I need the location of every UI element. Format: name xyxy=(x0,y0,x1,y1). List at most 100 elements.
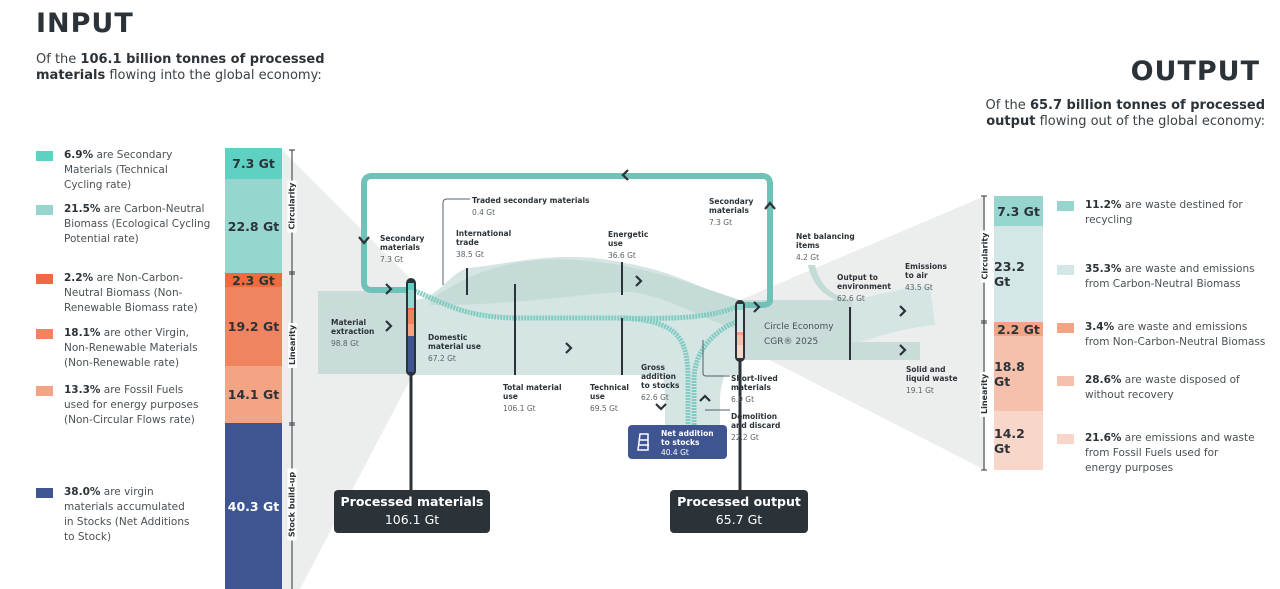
node-value: 62.6 Gt xyxy=(837,294,865,303)
flow-output-main xyxy=(742,300,852,360)
flow-net-balancing xyxy=(808,265,852,305)
demolition-flow-hatched xyxy=(691,317,741,428)
node-title: Secondary materials xyxy=(380,234,425,252)
output-stacked-bar: 7.3 Gt 23.2 Gt 2.2 Gt 18.8 Gt 14.2 Gt xyxy=(994,196,1043,470)
output-intro-bold: 65.7 billion tonnes of processed output xyxy=(986,98,1265,129)
flow-energetic-use xyxy=(430,259,740,330)
net-addition-label: Net addition to stocks xyxy=(661,429,714,447)
output-pill-seg-3 xyxy=(737,332,743,335)
node-value: 69.5 Gt xyxy=(590,404,618,413)
segment-label: 7.3 Gt xyxy=(997,203,1040,219)
legend-text: 11.2% are waste destined for recycling xyxy=(1085,198,1257,228)
legend-desc: are waste destined for recycling xyxy=(1085,199,1243,226)
stocks-flow-hatched xyxy=(619,315,691,428)
node-value: 98.8 Gt xyxy=(331,339,359,348)
input-title: INPUT xyxy=(36,8,134,39)
node-title: Gross addition to stocks xyxy=(641,363,680,390)
legend-text: 21.6% are emissions and waste from Fossi… xyxy=(1085,431,1257,476)
segment-label: 2.3 Gt xyxy=(232,272,275,288)
legend-desc: are Fossil Fuels used for energy purpose… xyxy=(64,384,199,426)
node-value: 19.1 Gt xyxy=(906,386,934,395)
output-pill-seg-4 xyxy=(737,335,743,345)
watermark-line-1: Circle Economy xyxy=(764,322,834,332)
input-bar-segment: 7.3 Gt xyxy=(225,148,282,179)
node-value: 7.3 Gt xyxy=(709,218,733,227)
processed-materials-label: Processed materials xyxy=(340,494,484,509)
node-title: Solid and liquid waste xyxy=(906,365,958,383)
legend-swatch xyxy=(1057,323,1074,333)
processed-materials-value: 106.1 Gt xyxy=(384,512,440,527)
node-value: 7.3 Gt xyxy=(380,255,404,264)
net-addition-box: Net addition to stocks 40.4 Gt xyxy=(628,425,727,459)
legend-text: 18.1% are other Virgin, Non-Renewable Ma… xyxy=(64,326,211,371)
legend-pct: 21.5% xyxy=(64,203,101,215)
legend-swatch xyxy=(36,329,53,339)
output-bar-segment: 18.8 Gt xyxy=(994,336,1043,411)
processed-output-box: Processed output 65.7 Gt xyxy=(670,490,808,533)
processed-materials-box: Processed materials 106.1 Gt xyxy=(334,490,490,533)
segment-label: 14.2 Gt xyxy=(994,425,1025,456)
output-bar-segment: 7.3 Gt xyxy=(994,196,1043,226)
legend-text: 2.2% are Non-Carbon-Neutral Biomass (Non… xyxy=(64,271,206,316)
chevron-up-icon xyxy=(699,394,711,402)
input-bar-segment: 14.1 Gt xyxy=(225,366,282,423)
output-axis-linearity: Linearity xyxy=(980,372,989,417)
legend-desc: are virgin materials accumulated in Stoc… xyxy=(64,486,190,543)
node-title: Emissions to air xyxy=(905,262,947,280)
legend-desc: are emissions and waste from Fossil Fuel… xyxy=(1085,432,1255,474)
node-value: 0.4 Gt xyxy=(472,208,496,217)
legend-text: 28.6% are waste disposed of without reco… xyxy=(1085,373,1257,403)
legend-pct: 18.1% xyxy=(64,327,101,339)
output-bar-segment: 14.2 Gt xyxy=(994,411,1043,470)
label-output-env: Output to environment 62.6 Gt xyxy=(837,273,897,303)
node-title: Energetic use xyxy=(608,230,649,248)
node-title: Technical use xyxy=(590,383,629,401)
chevron-up-icon xyxy=(764,201,776,210)
label-secondary-in: Secondary materials 7.3 Gt xyxy=(380,234,440,264)
input-axis-stock: Stock build-up xyxy=(287,468,297,541)
input-intro-post: flowing into the global economy: xyxy=(105,68,322,83)
node-title: Output to environment xyxy=(837,273,891,291)
node-title: International trade xyxy=(456,229,512,247)
legend-text: 38.0% are virgin materials accumulated i… xyxy=(64,485,196,545)
input-stacked-bar: 7.3 Gt 22.8 Gt 2.3 Gt 19.2 Gt 14.1 Gt 40… xyxy=(225,148,282,589)
legend-pct: 28.6% xyxy=(1085,374,1122,386)
node-value: 4.2 Gt xyxy=(796,253,820,262)
output-intro: Of the 65.7 billion tonnes of processed … xyxy=(975,98,1265,130)
input-axis-linearity: Linearity xyxy=(288,323,297,368)
node-title: Net balancing items xyxy=(796,232,855,250)
chevron-right-icon xyxy=(635,275,643,287)
legend-pct: 35.3% xyxy=(1085,263,1122,275)
input-pill-seg-2 xyxy=(408,290,414,308)
legend-desc: are waste and emissions from Non-Carbon-… xyxy=(1085,321,1266,348)
legend-swatch xyxy=(36,151,53,161)
input-pill-seg-4 xyxy=(408,310,414,324)
flow-gross-addition xyxy=(620,340,740,430)
segment-label: 19.2 Gt xyxy=(227,319,280,334)
legend-pct: 2.2% xyxy=(64,272,94,284)
input-intro: Of the 106.1 billion tonnes of processed… xyxy=(36,52,326,84)
watermark: Circle Economy CGR® 2025 xyxy=(764,320,834,350)
legend-swatch xyxy=(1057,201,1074,211)
output-intro-post: flowing out of the global economy: xyxy=(1035,114,1265,129)
node-title: Total material use xyxy=(503,383,562,401)
chevron-right-icon xyxy=(899,305,907,317)
input-bar-segment: 40.3 Gt xyxy=(225,423,282,589)
input-intro-pre: Of the xyxy=(36,52,81,67)
output-bar-segment: 2.2 Gt xyxy=(994,322,1043,337)
chevron-left-icon xyxy=(621,169,629,181)
flow-tech-cutout xyxy=(590,375,640,430)
chevron-right-icon xyxy=(385,320,393,332)
legend-desc: are other Virgin, Non-Renewable Material… xyxy=(64,327,198,369)
chevron-right-icon xyxy=(565,342,573,354)
node-title: Short-lived materials xyxy=(731,374,778,392)
node-title: Domestic material use xyxy=(428,333,481,351)
flow-solid-waste xyxy=(852,342,920,360)
input-pill-seg-3 xyxy=(408,308,414,310)
